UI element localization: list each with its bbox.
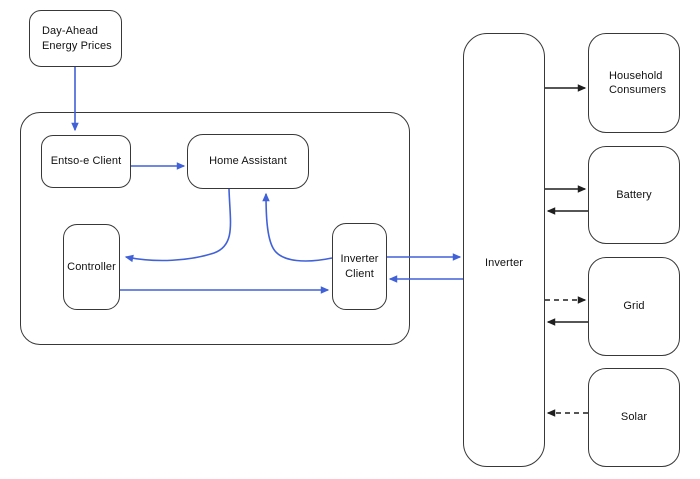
- node-label: Consumers: [609, 84, 667, 96]
- node-inverter: Inverter: [463, 33, 545, 467]
- node-label: Entso-e Client: [50, 155, 122, 168]
- node-label: Inverter: [484, 256, 524, 269]
- node-entsoe-client: Entso-e Client: [41, 135, 131, 188]
- node-day-ahead-energy-prices: Day-Ahead Energy Prices: [29, 10, 122, 67]
- node-label: Energy Prices: [42, 39, 112, 52]
- node-battery: Battery: [588, 146, 680, 244]
- node-label: Household: [609, 69, 663, 82]
- node-home-assistant: Home Assistant: [187, 134, 309, 189]
- node-inverter-client: Inverter Client: [332, 223, 387, 310]
- system-boundary-container: [20, 112, 410, 345]
- node-label: Grid: [623, 300, 645, 313]
- node-label: Home Assistant: [209, 155, 287, 168]
- node-label: Day-Ahead: [42, 25, 98, 37]
- node-household-consumers: Household Consumers: [588, 33, 680, 133]
- node-label: Battery: [616, 188, 652, 201]
- node-grid: Grid: [588, 257, 680, 356]
- node-solar: Solar: [588, 368, 680, 467]
- node-controller: Controller: [63, 224, 120, 310]
- node-label: Solar: [620, 411, 648, 424]
- node-label: Controller: [67, 260, 116, 273]
- node-label: Client: [345, 267, 374, 280]
- node-label: Inverter: [340, 253, 379, 265]
